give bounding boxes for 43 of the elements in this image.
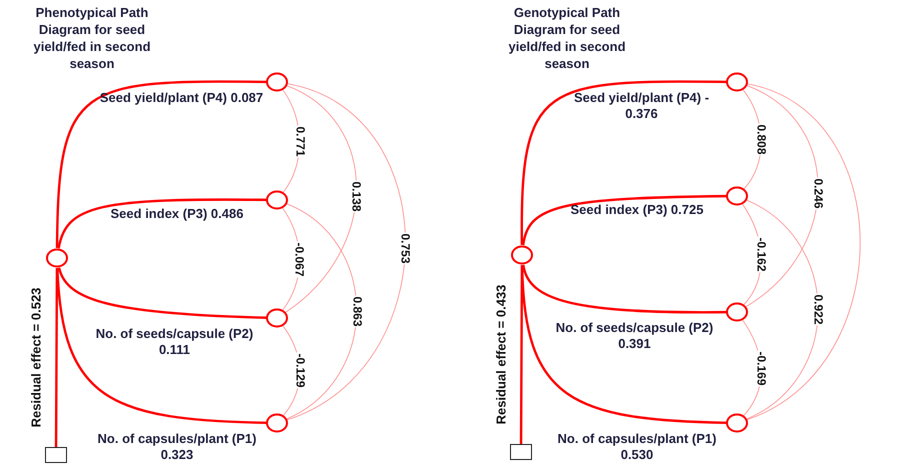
path-line	[286, 83, 406, 420]
path-line	[54, 268, 58, 447]
path-coefficient-label: 0.808	[754, 123, 768, 156]
path-line	[522, 194, 728, 246]
path-coefficient-label: -0.129	[293, 352, 306, 389]
path-coefficient-label: 0.863	[350, 295, 364, 328]
path-line	[520, 80, 727, 245]
path-coefficient-label: 0.771	[293, 125, 306, 158]
path-coefficient-label: 0.246	[811, 178, 824, 210]
variable-label: Seed yield/plant (P4) 0.087	[99, 90, 264, 106]
path-line	[58, 198, 267, 248]
variable-circle	[510, 243, 534, 267]
path-coefficient-label: -0.067	[292, 241, 306, 278]
path-coefficient-label: 0.922	[812, 294, 825, 326]
variable-circle	[45, 246, 69, 270]
path-line	[58, 267, 268, 319]
path-line	[522, 264, 727, 314]
panel-title: Phenotypical Path Diagram for seed yield/fed in second season	[32, 4, 152, 72]
path-line	[286, 203, 357, 420]
path-coefficient-label: 0.138	[350, 180, 363, 212]
variable-label: No. of capsules/plant (P1) 0.530	[556, 431, 718, 463]
path-line	[520, 265, 524, 444]
path-coefficient-label: Residual effect = 0.433	[494, 284, 508, 426]
variable-label: Seed index (P3) 0.486	[110, 206, 244, 222]
panel-title: Genotypical Path Diagram for seed yield/fed in second season	[507, 4, 627, 72]
residual-square	[45, 447, 67, 463]
path-line	[745, 85, 818, 308]
path-coefficient-label: Residual effect = 0.523	[29, 286, 42, 428]
residual-square	[510, 444, 532, 460]
variable-label: No. of seeds/capsule (P2) 0.391	[554, 320, 714, 352]
path-coefficient-label: -0.162	[754, 236, 768, 273]
variable-label: No. of capsules/plant (P1) 0.323	[96, 431, 258, 463]
path-line	[284, 85, 357, 313]
path-line	[520, 264, 728, 424]
variable-label: No. of seeds/capsule (P2) 0.111	[94, 326, 254, 358]
path-coefficient-label: 0.753	[398, 232, 412, 265]
path-line	[746, 199, 818, 420]
path-coefficient-label: -0.169	[754, 350, 768, 386]
path-line	[746, 83, 861, 420]
path-line	[56, 268, 268, 424]
variable-label: Seed index (P3) 0.725	[570, 202, 704, 218]
variable-label: Seed yield/plant (P4) - 0.376	[572, 90, 710, 122]
path-line	[56, 80, 267, 248]
